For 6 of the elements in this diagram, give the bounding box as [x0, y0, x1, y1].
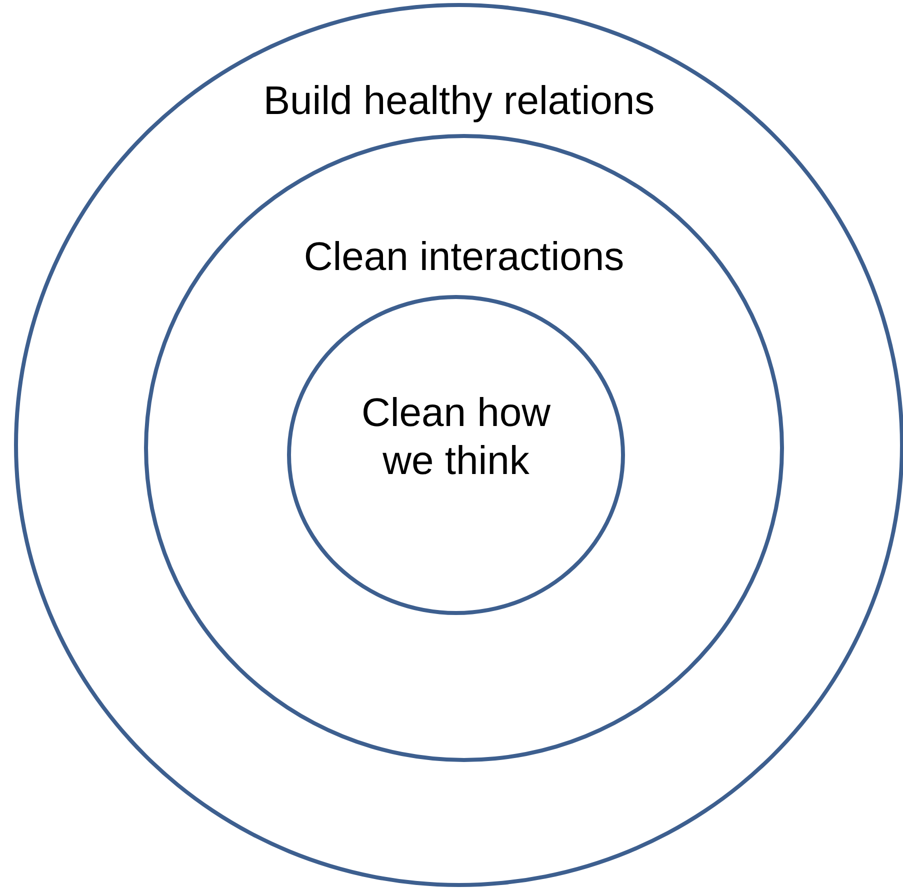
circle-label: Clean interactions [302, 234, 626, 281]
circle [144, 134, 784, 762]
circle [287, 295, 625, 615]
circle [14, 3, 903, 887]
circle-label: Clean how we think [360, 390, 552, 485]
circle-label: Build healthy relations [262, 78, 656, 125]
